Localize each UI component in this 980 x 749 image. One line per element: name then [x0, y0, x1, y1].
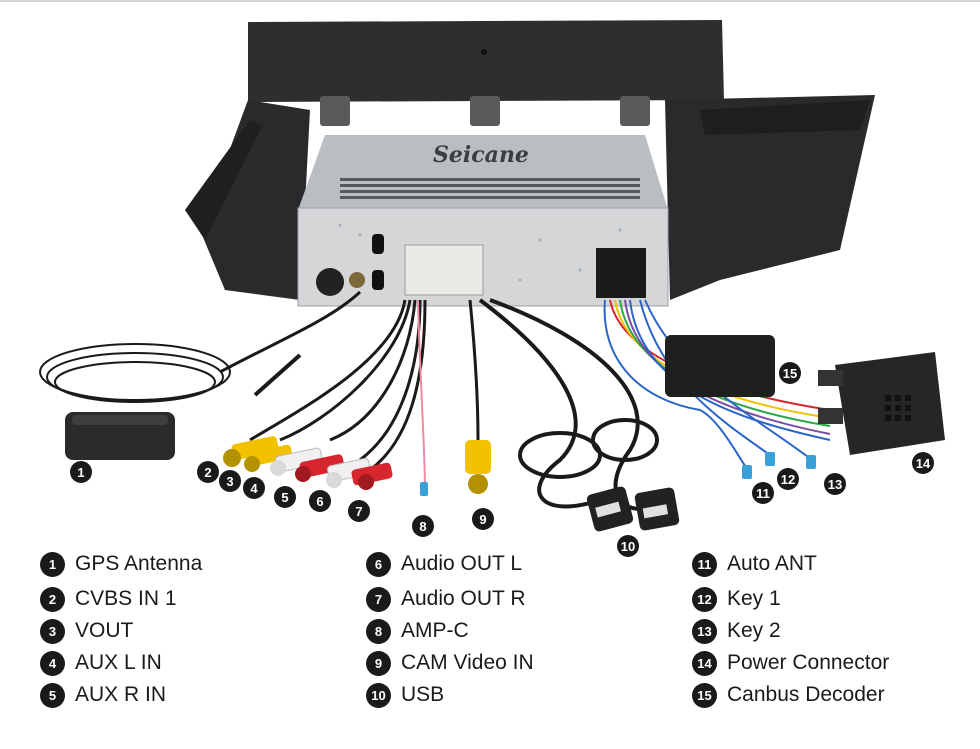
legend-item-usb: 10 USB [366, 681, 444, 709]
legend-label: Canbus Decoder [727, 683, 885, 706]
legend-item-key-2: 13 Key 2 [692, 617, 781, 645]
legend-item-gps-antenna: 1 GPS Antenna [40, 550, 202, 578]
legend-item-audio-out-r: 7 Audio OUT R [366, 585, 526, 613]
legend-item-auto-ant: 11 Auto ANT [692, 550, 817, 578]
product-illustration: Seicane [0, 0, 980, 532]
callout-3: 3 [219, 470, 241, 492]
usb-cables [478, 298, 661, 511]
legend-badge: 8 [366, 618, 391, 644]
callout-9: 9 [472, 508, 494, 530]
legend-label: VOUT [75, 619, 134, 642]
legend-badge: 12 [692, 586, 717, 612]
legend-label: Power Connector [727, 651, 890, 674]
legend-badge: 2 [40, 586, 65, 612]
legend-label: Key 1 [727, 587, 781, 610]
legend-label: USB [401, 683, 445, 706]
legend-label: CAM Video IN [401, 651, 534, 674]
callout-13: 13 [824, 473, 846, 495]
legend-badge: 14 [692, 650, 717, 676]
legend-item-cvbs-in-1: 2 CVBS IN 1 [40, 585, 177, 613]
legend-label: Audio OUT R [401, 587, 526, 610]
legend-badge: 1 [40, 551, 65, 577]
gps-antenna [39, 290, 362, 460]
legend-item-audio-out-l: 6 Audio OUT L [366, 550, 522, 578]
callout-15: 15 [779, 362, 801, 384]
legend-item-vout: 3 VOUT [40, 617, 133, 645]
legend-item-power-connector: 14 Power Connector [692, 649, 889, 677]
legend-badge: 4 [40, 650, 65, 676]
rca-plugs [223, 436, 393, 490]
legend-badge: 11 [692, 551, 717, 577]
legend-label: Auto ANT [727, 552, 817, 575]
callout-2: 2 [197, 461, 219, 483]
legend-item-amp-c: 8 AMP-C [366, 617, 469, 645]
brand-logo: Seicane [433, 142, 529, 168]
legend-badge: 5 [40, 682, 65, 708]
callout-12: 12 [777, 468, 799, 490]
callout-10: 10 [617, 535, 639, 557]
legend-label: AUX R IN [75, 683, 167, 706]
legend-label: AUX L IN [75, 651, 162, 674]
legend-badge: 10 [366, 682, 391, 708]
legend-item-aux-l-in: 4 AUX L IN [40, 649, 162, 677]
legend-badge: 6 [366, 551, 391, 577]
power-connector-plug [835, 352, 945, 455]
legend-label: Audio OUT L [401, 552, 523, 575]
legend-item-canbus-decoder: 15 Canbus Decoder [692, 681, 885, 709]
rca-cables [249, 299, 427, 472]
legend-item-cam-video-in: 9 CAM Video IN [366, 649, 534, 677]
legend-item-aux-r-in: 5 AUX R IN [40, 681, 166, 709]
head-unit [185, 20, 875, 307]
callout-5: 5 [274, 486, 296, 508]
legend-label: AMP-C [401, 619, 469, 642]
legend-badge: 15 [692, 682, 717, 708]
legend-badge: 3 [40, 618, 65, 644]
legend-label: Key 2 [727, 619, 781, 642]
legend-badge: 13 [692, 618, 717, 644]
callout-4: 4 [243, 477, 265, 499]
callout-8: 8 [412, 515, 434, 537]
canbus-decoder-box [665, 335, 775, 397]
legend-badge: 7 [366, 586, 391, 612]
callout-1: 1 [70, 461, 92, 483]
legend-label: GPS Antenna [75, 552, 203, 575]
legend-label: CVBS IN 1 [75, 587, 177, 610]
vent-grille [340, 178, 640, 199]
legend-item-key-1: 12 Key 1 [692, 585, 781, 613]
callout-7: 7 [348, 500, 370, 522]
legend-badge: 9 [366, 650, 391, 676]
callout-11: 11 [752, 482, 774, 504]
callout-6: 6 [309, 490, 331, 512]
callout-14: 14 [912, 452, 934, 474]
